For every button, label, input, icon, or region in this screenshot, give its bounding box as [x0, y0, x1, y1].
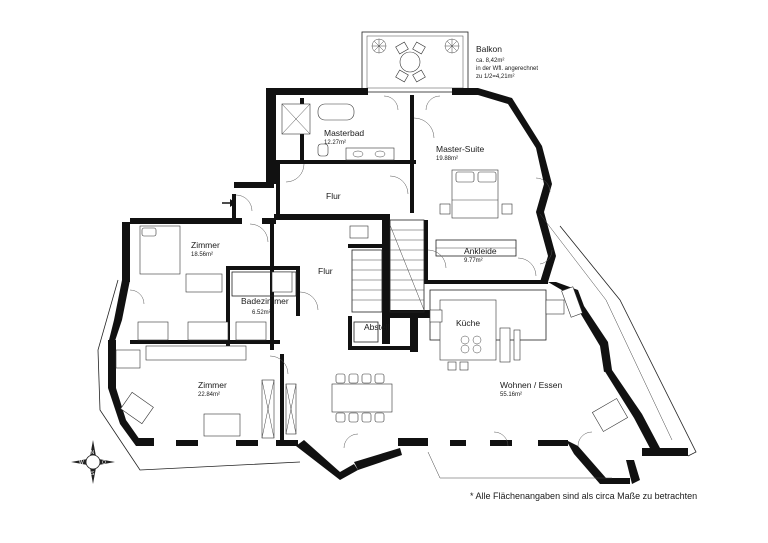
plant-icon [444, 38, 460, 54]
exterior-walls [108, 88, 688, 484]
flur-mid-label: Flur [318, 266, 333, 276]
zimmer-2-area: 22.84m² [198, 392, 220, 398]
zimmer-2-label: Zimmer [198, 380, 227, 390]
zimmer-1-label: Zimmer [191, 240, 220, 250]
compass-icon: N S W O [71, 440, 115, 484]
ankleide-label: Ankleide [464, 246, 497, 256]
area-footnote: * Alle Flächenangaben sind als circa Maß… [470, 491, 698, 501]
plant-icon [371, 38, 387, 54]
badezimmer-label: Badezimmer [241, 296, 289, 306]
compass-w: W [79, 460, 84, 466]
master-suite-label: Master-Suite [436, 144, 484, 154]
abstell-label: Abstell [364, 322, 390, 332]
ankleide-area: 9.77m² [464, 258, 483, 264]
compass-n: N [91, 450, 95, 456]
compass-o: O [102, 460, 106, 466]
masterbad-area: 12.27m² [324, 140, 346, 146]
badezimmer-area: 6.52m² [252, 310, 271, 316]
balkon-note-2: in der Wfl. angerechnet [476, 66, 538, 72]
wohnen-area: 55.16m² [500, 392, 522, 398]
balcony [361, 31, 469, 93]
doors [129, 95, 593, 449]
room-labels: Balkon ca. 8,42m² in der Wfl. angerechne… [191, 44, 562, 398]
interior-details [115, 103, 629, 439]
terrace-outline [97, 213, 697, 479]
balkon-note-3: zu 1/2=4,21m² [476, 74, 515, 80]
zimmer-1-area: 18.56m² [191, 252, 213, 258]
wohnen-label: Wohnen / Essen [500, 380, 562, 390]
masterbad-label: Masterbad [324, 128, 364, 138]
master-suite-area: 19.88m² [436, 156, 458, 162]
flur-top-label: Flur [326, 191, 341, 201]
balkon-label: Balkon [476, 44, 502, 54]
compass-s: S [91, 471, 95, 477]
entrance-arrow-icon [222, 199, 236, 207]
kueche-label: Küche [456, 318, 480, 328]
balkon-note-1: ca. 8,42m² [476, 58, 504, 64]
